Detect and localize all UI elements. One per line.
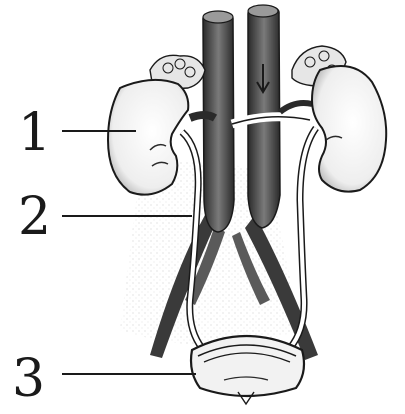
callout-number-1: 1	[18, 103, 51, 163]
callout-number-2: 2	[18, 187, 51, 247]
bladder	[191, 336, 304, 404]
callout-number-3: 3	[12, 349, 45, 409]
aorta	[203, 11, 234, 232]
right-kidney	[312, 66, 386, 192]
